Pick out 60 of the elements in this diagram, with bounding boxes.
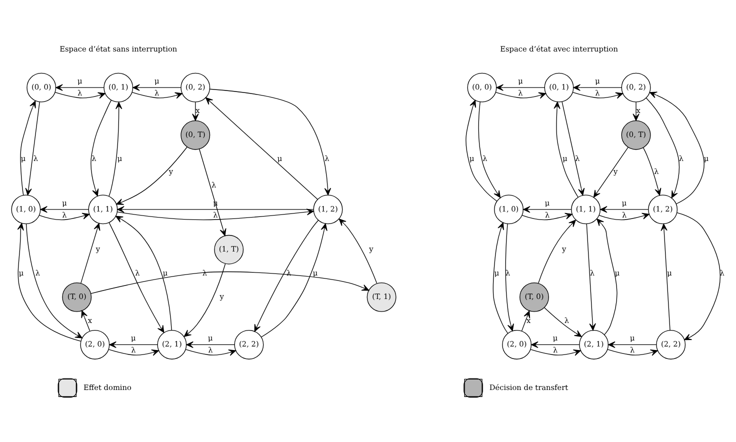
arrow <box>554 101 578 198</box>
arrow <box>254 219 319 332</box>
arrow <box>117 206 314 212</box>
arrow <box>607 348 658 356</box>
arrow <box>205 96 318 200</box>
arrow <box>496 84 545 90</box>
arrow <box>530 340 580 348</box>
arrow <box>192 101 199 120</box>
arrow <box>492 222 508 334</box>
arrow <box>40 206 89 212</box>
arrow <box>586 223 596 330</box>
arrow <box>530 348 581 356</box>
arrow <box>649 91 704 204</box>
arrow <box>90 271 370 294</box>
arrow <box>108 101 122 196</box>
arrow <box>544 306 582 336</box>
arrow <box>109 340 158 348</box>
arrow <box>562 101 585 196</box>
arrow <box>660 223 670 330</box>
arrow <box>596 218 618 334</box>
arrow <box>608 340 657 348</box>
arrow <box>54 92 106 98</box>
arrow <box>116 146 188 204</box>
arrow <box>573 84 622 90</box>
arrow <box>505 223 514 331</box>
arrow <box>17 222 82 341</box>
arrow <box>210 88 332 195</box>
arrow <box>38 212 90 220</box>
arrow <box>26 223 82 338</box>
arrow <box>646 97 680 198</box>
arrow <box>56 84 104 90</box>
arrow <box>186 340 235 348</box>
arrow <box>81 310 90 331</box>
arrow <box>522 206 572 212</box>
arrow <box>198 148 226 236</box>
arrow <box>538 219 576 283</box>
arrow <box>676 212 721 340</box>
arrow <box>25 101 40 195</box>
arrow <box>185 348 236 356</box>
arrow <box>338 218 378 284</box>
arrow <box>132 92 182 98</box>
arrow <box>478 101 501 198</box>
arrow <box>90 99 112 196</box>
arrow <box>522 212 572 220</box>
arrow <box>108 222 164 332</box>
arrow <box>132 84 182 90</box>
arrow <box>116 215 172 330</box>
arrow <box>80 222 100 284</box>
arrow <box>108 348 159 356</box>
arrow <box>521 310 530 331</box>
arrow <box>466 99 498 201</box>
arrow <box>20 100 36 196</box>
arrow <box>593 146 629 198</box>
arrow <box>642 146 662 196</box>
arrow <box>184 262 226 336</box>
arrow <box>598 212 650 220</box>
arrow <box>600 206 649 212</box>
arrow <box>495 92 546 98</box>
arrow <box>260 222 328 337</box>
arrow <box>572 92 624 98</box>
